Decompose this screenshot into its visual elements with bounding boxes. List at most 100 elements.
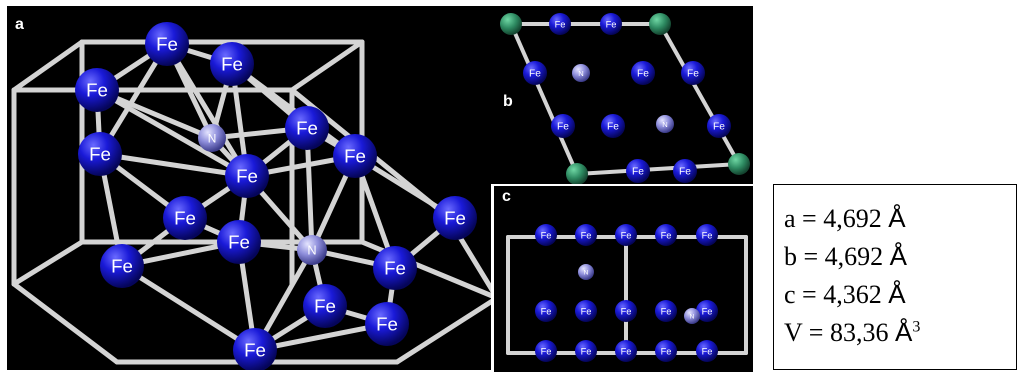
- nitrogen-atom: N: [684, 308, 700, 324]
- lattice-c-label: c =: [784, 280, 824, 309]
- iron-atom-label: Fe: [637, 69, 649, 80]
- iron-atom-label: Fe: [557, 122, 569, 133]
- nitrogen-atom: N: [297, 235, 327, 265]
- iron-atom-label: Fe: [541, 346, 552, 356]
- iron-atom: Fe: [365, 302, 409, 346]
- iron-atom: Fe: [78, 132, 122, 176]
- atom-sphere: [75, 68, 119, 112]
- iron-atom-label: Fe: [581, 230, 592, 240]
- iron-atom: Fe: [535, 340, 557, 362]
- atom-sphere: [233, 328, 277, 370]
- iron-atom-label: Fe: [632, 167, 644, 178]
- atom-sphere: [217, 220, 261, 264]
- cell-volume-unit: Å: [894, 317, 913, 347]
- atom-sphere: [163, 196, 207, 240]
- lattice-b-unit: Å: [889, 241, 908, 271]
- atom-sphere: [655, 340, 677, 362]
- corner-atom: [500, 13, 522, 35]
- atom-sphere: [535, 340, 557, 362]
- atom-sphere: [297, 235, 327, 265]
- iron-atom-label: Fe: [86, 80, 108, 101]
- iron-atom-label: Fe: [661, 230, 672, 240]
- atom-sphere: [681, 61, 705, 85]
- atom-sphere: [303, 284, 347, 328]
- iron-atom-label: Fe: [376, 314, 398, 335]
- atom-sphere: [198, 124, 226, 152]
- lattice-a-value: 4,692: [823, 204, 882, 233]
- atom-sphere: [225, 154, 269, 198]
- iron-atom: Fe: [75, 68, 119, 112]
- iron-atom-label: Fe: [314, 296, 336, 317]
- iron-atom-label: Fe: [702, 306, 713, 316]
- bond-line: [11, 39, 85, 93]
- iron-atom: Fe: [303, 284, 347, 328]
- nitrogen-atom: N: [572, 64, 590, 82]
- lattice-b-value: 4,692: [824, 242, 884, 271]
- iron-atom: Fe: [655, 224, 677, 246]
- bond-line: [94, 87, 250, 179]
- atom-sphere: [655, 300, 677, 322]
- panel-b-letter: b: [503, 93, 513, 110]
- panel-c-letter: c: [502, 188, 511, 205]
- iron-atom: Fe: [210, 42, 254, 86]
- iron-atom: Fe: [373, 246, 417, 290]
- iron-atom-label: Fe: [687, 69, 699, 80]
- atom-sphere: [373, 246, 417, 290]
- iron-atom: Fe: [217, 220, 261, 264]
- atom-sphere: [696, 340, 718, 362]
- iron-atom-label: Fe: [156, 34, 178, 55]
- atom-sphere: [578, 264, 594, 280]
- atom-sphere: [673, 159, 697, 183]
- atom-sphere: [601, 114, 625, 138]
- atom-sphere: [78, 132, 122, 176]
- iron-atom-label: Fe: [679, 167, 691, 178]
- iron-atom: Fe: [615, 300, 637, 322]
- lattice-a-label: a =: [784, 204, 824, 233]
- bond-line: [11, 239, 85, 287]
- iron-atom-label: Fe: [581, 306, 592, 316]
- iron-atom-label: Fe: [702, 346, 713, 356]
- cell-volume-exponent: 3: [912, 318, 921, 336]
- iron-atom-label: Fe: [621, 230, 632, 240]
- iron-atom-label: Fe: [702, 230, 713, 240]
- iron-atom: Fe: [575, 300, 597, 322]
- iron-atom: Fe: [233, 328, 277, 370]
- atom-sphere: [684, 308, 700, 324]
- lattice-c-value: 4,362: [823, 280, 882, 309]
- iron-atom-label: Fe: [541, 230, 552, 240]
- iron-atom-label: Fe: [661, 346, 672, 356]
- panel-a-letter: a: [15, 16, 24, 33]
- nitrogen-atom-label: N: [578, 69, 583, 78]
- iron-atom: Fe: [535, 300, 557, 322]
- atom-sphere: [433, 196, 477, 240]
- atom-sphere: [210, 42, 254, 86]
- atom-sphere: [615, 300, 637, 322]
- lattice-a-unit: Å: [888, 203, 906, 233]
- atom-sphere: [100, 244, 144, 288]
- atom-sphere: [631, 61, 655, 85]
- iron-atom-label: Fe: [296, 118, 318, 139]
- iron-atom: Fe: [707, 114, 731, 138]
- iron-atom: Fe: [655, 300, 677, 322]
- iron-atom-label: Fe: [606, 19, 617, 29]
- iron-atom-label: Fe: [607, 122, 619, 133]
- iron-atom-label: Fe: [221, 54, 243, 75]
- atom-sphere: [696, 224, 718, 246]
- bond-line: [394, 298, 491, 365]
- atom-sphere: [572, 64, 590, 82]
- atom-sphere: [535, 300, 557, 322]
- iron-atom: Fe: [696, 300, 718, 322]
- nitrogen-atom-label: N: [690, 313, 695, 320]
- iron-atom: Fe: [600, 13, 622, 35]
- corner-atom: [728, 153, 750, 175]
- bond-line: [119, 263, 258, 353]
- nitrogen-atom-label: N: [307, 243, 316, 258]
- bond-line: [575, 162, 741, 176]
- iron-atom-label: Fe: [541, 306, 552, 316]
- corner-atom: [649, 13, 671, 35]
- atom-sphere: [600, 13, 622, 35]
- atom-sphere: [615, 224, 637, 246]
